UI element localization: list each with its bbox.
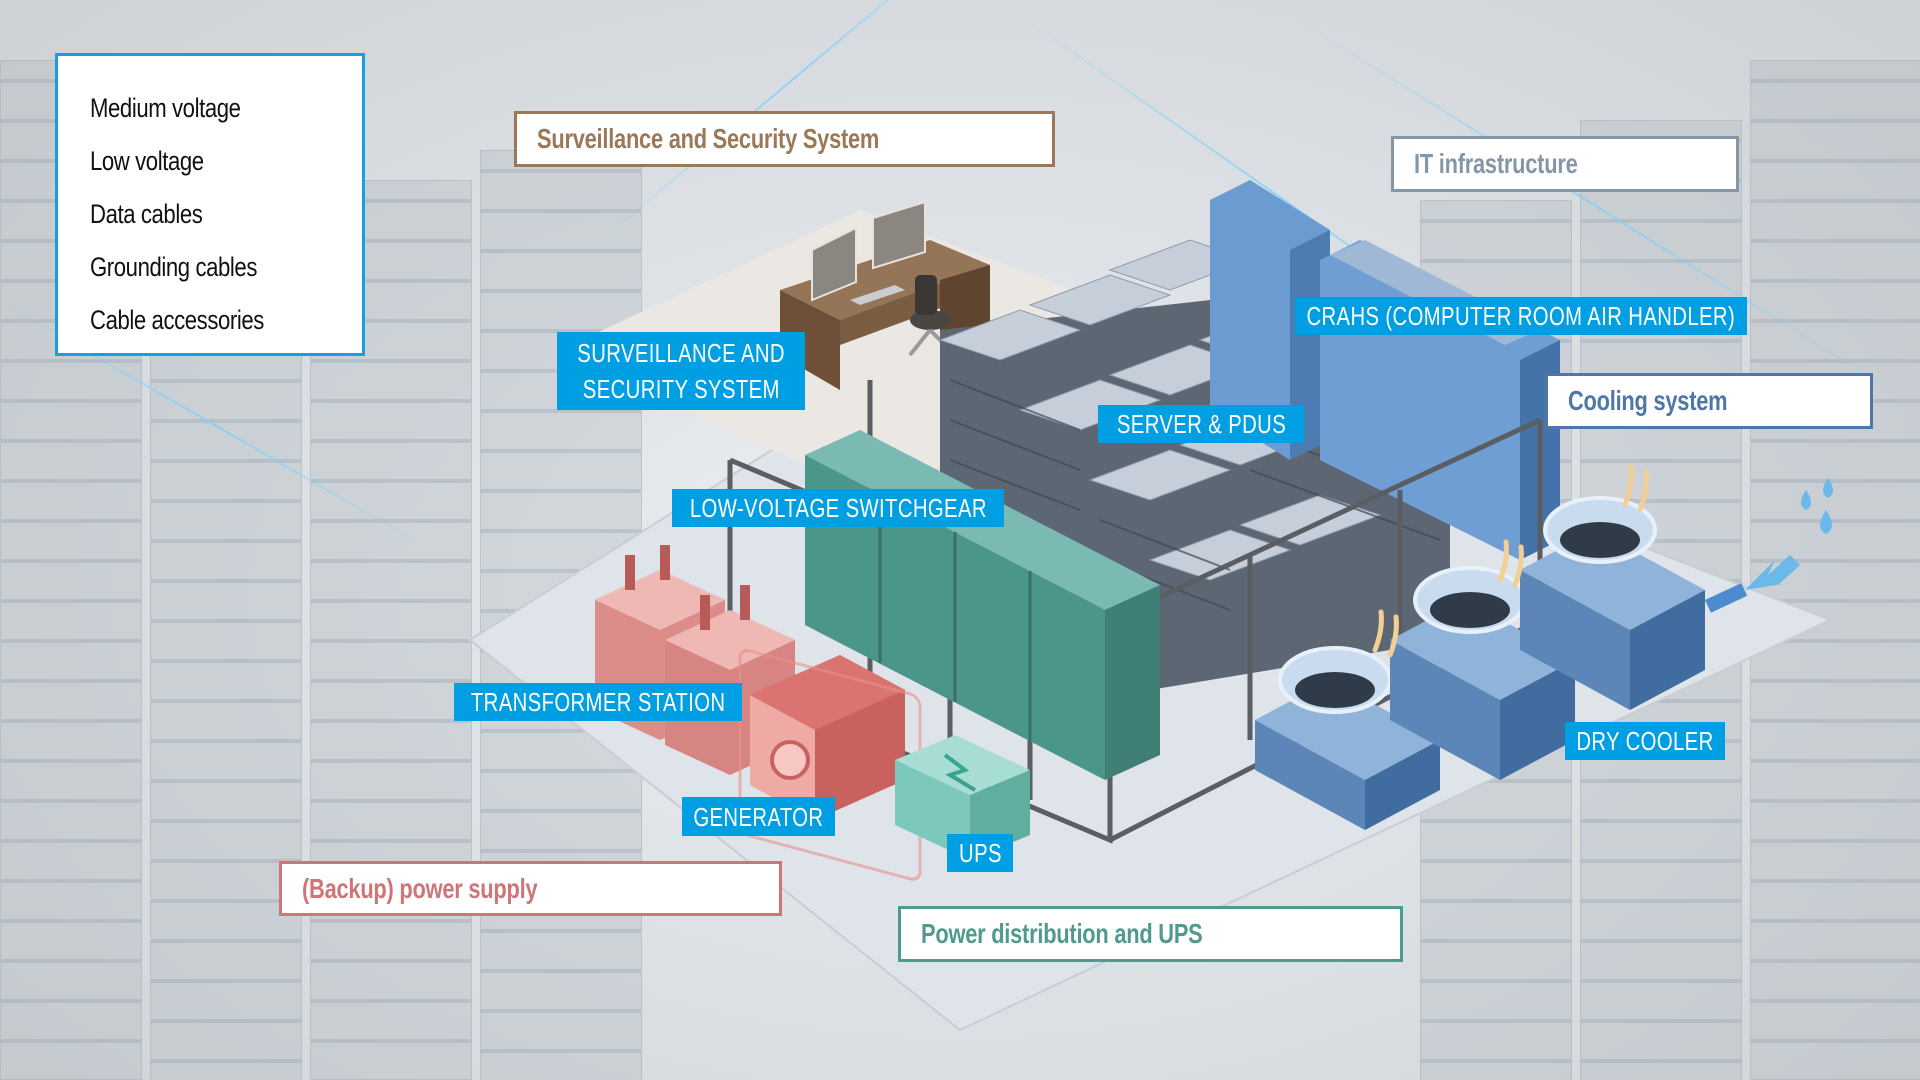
tag-surveillance-line1: SURVEILLANCE AND — [577, 338, 785, 368]
category-surveillance: Surveillance and Security System — [514, 111, 1055, 167]
category-it-infrastructure: IT infrastructure — [1391, 136, 1739, 192]
tag-crahs: CRAHS (COMPUTER ROOM AIR HANDLER) — [1295, 297, 1747, 335]
category-backup-power: (Backup) power supply — [279, 861, 782, 916]
tag-transformer-label: TRANSFORMER STATION — [470, 687, 726, 717]
tag-generator-label: GENERATOR — [693, 801, 824, 832]
tag-lv-switchgear-label: LOW-VOLTAGE SWITCHGEAR — [689, 493, 987, 523]
surveillance-desk-icon — [780, 200, 990, 390]
tag-dry-cooler-label: DRY COOLER — [1576, 726, 1714, 756]
category-cooling-label: Cooling system — [1568, 385, 1728, 416]
legend-item-grounding-cables: Grounding cables — [90, 252, 257, 282]
tag-server-pdus-label: SERVER & PDUS — [1116, 409, 1286, 439]
category-cooling: Cooling system — [1545, 373, 1873, 429]
tag-ups: UPS — [947, 834, 1013, 872]
tag-generator: GENERATOR — [682, 797, 835, 836]
inflow-arrow-icon — [1745, 555, 1800, 590]
category-power-distribution-label: Power distribution and UPS — [921, 918, 1203, 949]
category-backup-power-label: (Backup) power supply — [302, 872, 538, 904]
category-power-distribution: Power distribution and UPS — [898, 906, 1403, 962]
dry-cooler-icon — [1255, 464, 1748, 830]
tag-transformer: TRANSFORMER STATION — [454, 683, 742, 721]
tag-ups-label: UPS — [958, 838, 1002, 868]
tag-surveillance-line2: SECURITY SYSTEM — [582, 374, 780, 404]
category-surveillance-label: Surveillance and Security System — [537, 123, 880, 154]
legend-box: Medium voltage Low voltage Data cables G… — [55, 53, 365, 356]
legend-item-medium-voltage: Medium voltage — [90, 93, 241, 123]
water-drops-icon — [1801, 478, 1833, 534]
category-it-infrastructure-label: IT infrastructure — [1414, 148, 1578, 179]
surveillance-floor — [560, 210, 1180, 500]
tag-server-pdus: SERVER & PDUS — [1098, 405, 1304, 443]
tag-surveillance: SURVEILLANCE AND SECURITY SYSTEM — [557, 332, 805, 410]
legend-item-low-voltage: Low voltage — [90, 146, 204, 176]
tag-lv-switchgear: LOW-VOLTAGE SWITCHGEAR — [672, 489, 1004, 527]
tag-crahs-label: CRAHS (COMPUTER ROOM AIR HANDLER) — [1306, 301, 1736, 331]
legend-item-cable-accessories: Cable accessories — [90, 305, 264, 335]
legend-item-data-cables: Data cables — [90, 199, 203, 229]
tag-dry-cooler: DRY COOLER — [1565, 722, 1725, 760]
